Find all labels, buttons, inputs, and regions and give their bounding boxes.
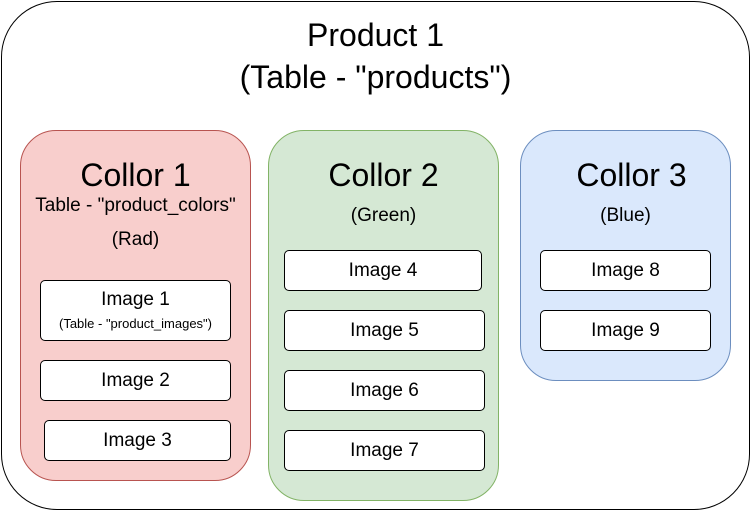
- image-box-4: Image 4: [284, 250, 482, 291]
- product-title: Product 1: [307, 17, 444, 53]
- image-box-1-table-label: (Table - "product_images"): [58, 316, 213, 331]
- image-box-9: Image 9: [540, 310, 711, 351]
- color-group-3-title: Collor 3: [576, 157, 687, 193]
- image-box-8: Image 8: [540, 250, 711, 291]
- image-box-1: Image 1 (Table - "product_images"): [40, 280, 231, 341]
- image-box-3-label: Image 3: [103, 429, 172, 451]
- color-group-3-color-name: (Blue): [600, 205, 651, 226]
- image-box-3: Image 3: [44, 420, 231, 461]
- image-box-2: Image 2: [40, 360, 231, 401]
- image-box-2-label: Image 2: [101, 369, 170, 391]
- image-box-5: Image 5: [284, 310, 485, 351]
- image-box-9-label: Image 9: [591, 319, 660, 341]
- color-group-2-title: Collor 2: [328, 157, 439, 193]
- image-box-6: Image 6: [284, 370, 485, 411]
- image-box-8-label: Image 8: [591, 259, 660, 281]
- image-box-1-label: Image 1: [101, 289, 170, 310]
- image-box-5-label: Image 5: [350, 319, 419, 341]
- color-group-1-table-label: Table - "product_colors": [35, 195, 236, 216]
- image-box-4-label: Image 4: [348, 259, 418, 281]
- color-group-1-color-name: (Rad): [111, 229, 160, 250]
- product-table-label: (Table - "products"): [239, 59, 512, 95]
- image-box-7-label: Image 7: [350, 439, 419, 461]
- image-box-6-label: Image 6: [350, 379, 419, 401]
- image-box-7: Image 7: [284, 430, 485, 471]
- color-group-2-color-name: (Green): [350, 205, 417, 226]
- color-group-1-title: Collor 1: [80, 157, 191, 193]
